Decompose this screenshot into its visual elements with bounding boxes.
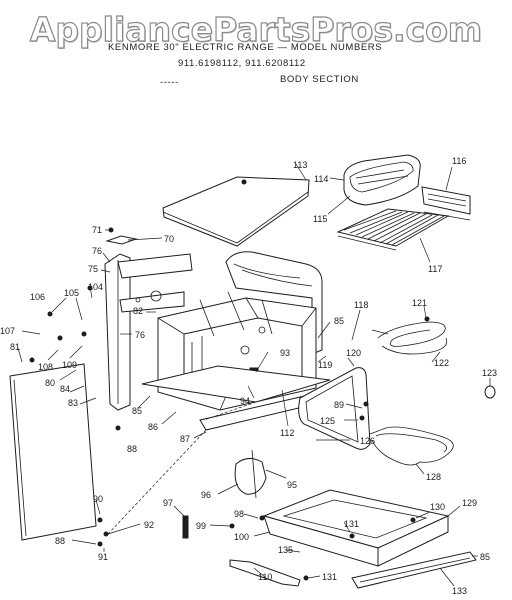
callout-116: 116: [452, 156, 466, 166]
part-drawer-panel[interactable]: [351, 551, 477, 589]
callout-83: 83: [68, 398, 78, 408]
callout-108: 108: [38, 362, 53, 372]
callout-92: 92: [144, 520, 154, 530]
callout-126: 126: [360, 436, 375, 446]
callout-115: 115: [313, 214, 327, 224]
callout-120: 120: [346, 348, 361, 358]
callout-122: 122: [434, 358, 449, 368]
part-broiler-pan[interactable]: [343, 154, 421, 206]
part-spring[interactable]: [182, 515, 189, 539]
callout-129: 129: [462, 498, 477, 508]
part-top-panel[interactable]: [162, 176, 310, 247]
callout-70: 70: [164, 234, 174, 244]
callout-125: 125: [320, 416, 335, 426]
callout-131-bottom: 131: [322, 572, 337, 582]
callout-88-mid: 88: [127, 444, 137, 454]
part-broil-element[interactable]: [369, 426, 454, 466]
watermark-logo: AppliancePartsPros.com: [29, 9, 483, 49]
callout-75: 75: [88, 264, 98, 274]
section-title: BODY SECTION: [280, 74, 359, 85]
callout-109: 109: [62, 360, 77, 370]
callout-113: 113: [293, 160, 307, 170]
callout-93: 93: [280, 348, 290, 358]
callout-110: 110: [258, 572, 272, 582]
callout-114: 114: [314, 174, 328, 184]
callout-94: 94: [240, 396, 250, 406]
callout-105: 105: [64, 288, 79, 298]
callout-95: 95: [287, 480, 297, 490]
callout-123: 123: [482, 368, 497, 378]
callout-87: 87: [180, 434, 190, 444]
callout-labels: 113 114 115 116 117 71 70 76 75 105 104 …: [0, 156, 497, 596]
part-oven-rack[interactable]: [336, 208, 450, 251]
part-knob[interactable]: [484, 385, 496, 399]
part-left-side-panel[interactable]: [9, 363, 97, 541]
callout-131-drawer: 131: [344, 519, 359, 529]
callout-121: 121: [412, 298, 427, 308]
callout-104: 104: [88, 282, 103, 292]
callout-80: 80: [45, 378, 55, 388]
hardware-screws: [29, 285, 416, 581]
callout-128: 128: [426, 472, 441, 482]
model-numbers: 911.6198112, 911.6208112: [178, 58, 306, 69]
part-rack-guide[interactable]: [421, 186, 471, 221]
diagram-title: KENMORE 30" ELECTRIC RANGE — MODEL NUMBE…: [108, 42, 383, 53]
callout-100: 100: [234, 532, 249, 542]
part-vent-cover[interactable]: [105, 227, 138, 245]
callout-97: 97: [163, 498, 173, 508]
callout-99: 99: [196, 521, 206, 531]
part-bottom-frame[interactable]: [141, 365, 331, 431]
callout-71: 71: [92, 225, 102, 235]
callout-98: 98: [234, 509, 244, 519]
callout-85-left: 85: [132, 406, 142, 416]
part-back-panel[interactable]: [225, 251, 323, 355]
callout-89: 89: [334, 400, 344, 410]
part-bake-element[interactable]: [371, 316, 448, 355]
callout-112: 112: [280, 428, 294, 438]
callout-119: 119: [318, 360, 332, 370]
callout-133: 133: [452, 586, 467, 596]
callout-76-top: 76: [92, 246, 102, 256]
callout-88-bottom: 88: [55, 536, 65, 546]
callout-107: 107: [0, 326, 15, 336]
callout-86: 86: [148, 422, 158, 432]
leader-lines: [17, 163, 491, 587]
callout-96: 96: [201, 490, 211, 500]
callout-118: 118: [354, 300, 368, 310]
callout-84: 84: [60, 384, 70, 394]
callout-91: 91: [98, 552, 108, 562]
callout-82: 82: [133, 306, 143, 316]
callout-85-bottom: 85: [480, 552, 490, 562]
header-dash: -----: [160, 77, 179, 88]
callout-117: 117: [428, 264, 442, 274]
part-side-frame[interactable]: [104, 253, 193, 411]
callout-106: 106: [30, 292, 45, 302]
callout-76-mid: 76: [135, 330, 145, 340]
part-drawer-rail[interactable]: [229, 559, 301, 587]
callout-85-right: 85: [334, 316, 344, 326]
callout-135: 135: [278, 545, 293, 555]
callout-90: 90: [93, 494, 103, 504]
part-door-gasket[interactable]: [298, 367, 371, 450]
callout-130: 130: [430, 502, 445, 512]
callout-81: 81: [10, 342, 20, 352]
part-hinge-bracket[interactable]: [234, 449, 267, 499]
